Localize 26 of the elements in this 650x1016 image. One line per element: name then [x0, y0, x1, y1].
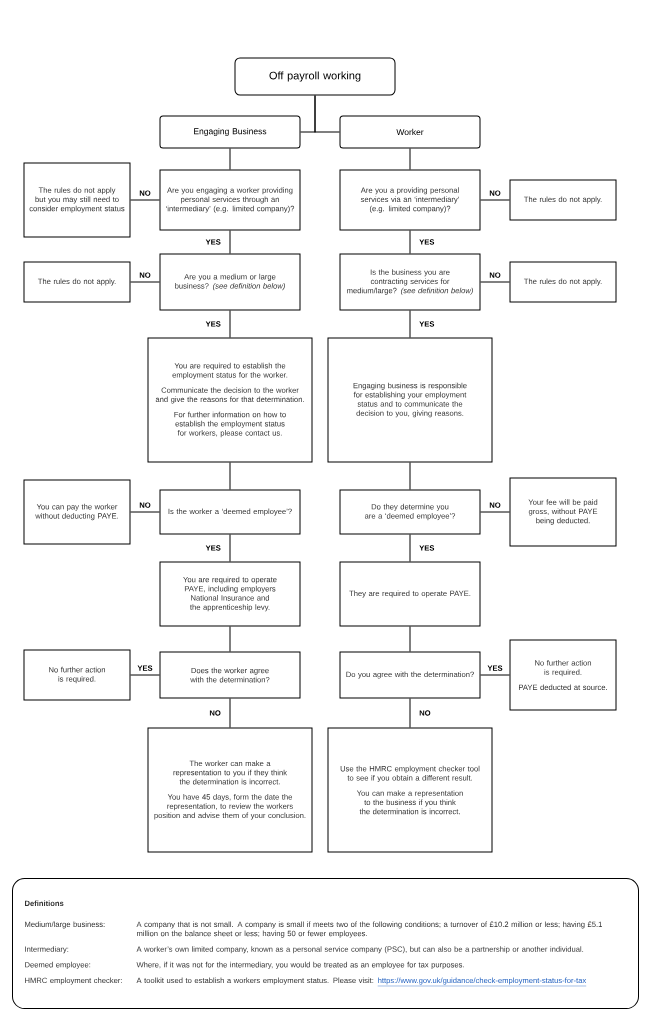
column-heading-box: Engaging Business	[159, 115, 301, 149]
column-heading-box: Worker	[339, 115, 481, 149]
connector-line	[229, 310, 231, 338]
connector-line	[409, 462, 411, 490]
connector-line	[409, 698, 411, 728]
connector-line	[130, 199, 160, 201]
connector-line	[130, 511, 160, 513]
connector-line	[229, 626, 231, 652]
connector-line	[480, 511, 510, 513]
connector-line	[229, 148, 231, 170]
connector-line	[409, 310, 411, 338]
connector-line	[130, 281, 160, 283]
connector-line	[409, 626, 411, 652]
title-box: Off payroll working	[234, 57, 396, 96]
connector-line	[480, 199, 510, 201]
connector-line	[480, 674, 510, 676]
connector-line	[409, 230, 411, 254]
connector-line	[229, 230, 231, 254]
connector-line	[409, 148, 411, 170]
connector-line	[480, 281, 510, 283]
connector-line	[229, 462, 231, 490]
connector-line	[314, 95, 340, 133]
connector-line	[229, 698, 231, 728]
connector-line	[130, 674, 160, 676]
connector-line	[229, 534, 231, 562]
connector-line	[409, 534, 411, 562]
